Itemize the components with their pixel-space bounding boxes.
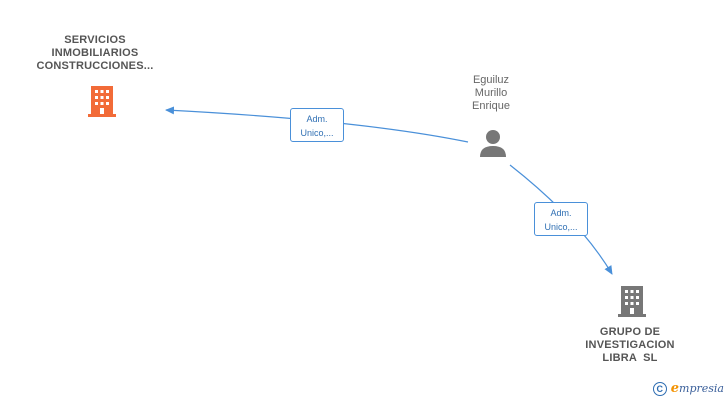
company-name-line: INVESTIGACION [585,339,675,351]
company-name-line: SERVICIOS [64,34,126,46]
copyright-icon: C [652,381,667,396]
person-name-line: Enrique [472,100,510,112]
brand-logo: empresia [670,381,724,396]
brand-footer: C empresia [652,381,724,396]
company-name-line: CONSTRUCCIONES... [36,60,154,72]
building-icon[interactable] [86,84,118,118]
person-icon[interactable] [478,128,508,158]
edge-label-adm-unico-bottom[interactable]: Adm. Unico,... [534,202,588,236]
edge-label-adm-unico-top[interactable]: Adm. Unico,... [290,108,344,142]
person-name-line: Murillo [474,87,508,99]
company-label-servicios[interactable]: SERVICIOS INMOBILIARIOS CONSTRUCCIONES..… [20,34,170,73]
edge-label-line: Unico,... [300,128,334,138]
person-label-eguiluz[interactable]: Eguiluz Murillo Enrique [450,74,532,113]
company-name-line: INMOBILIARIOS [51,47,139,59]
company-name-line: GRUPO DE [599,326,661,338]
company-name-line: LIBRA SL [602,352,658,364]
edge-label-line: Unico,... [544,222,578,232]
edge-label-line: Adm. [550,208,572,218]
person-name-line: Eguiluz [472,74,510,86]
company-label-grupo[interactable]: GRUPO DE INVESTIGACION LIBRA SL [570,326,690,365]
edge-label-line: Adm. [306,114,328,124]
building-icon[interactable] [616,284,648,318]
